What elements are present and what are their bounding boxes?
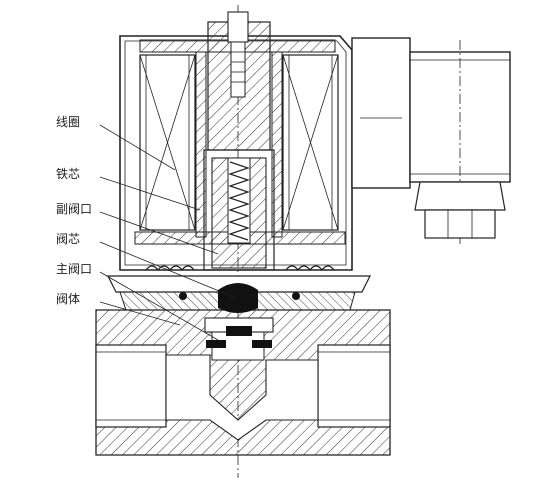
wave-left	[145, 265, 195, 271]
connector-box	[351, 37, 511, 244]
leader-coil	[99, 124, 176, 171]
leader-valve-core	[99, 241, 237, 299]
wave-right	[285, 265, 335, 271]
moving-core	[211, 157, 267, 269]
bobbin-wall-right	[271, 51, 283, 238]
label-main-port: 主阀口	[56, 262, 92, 276]
valve-body	[95, 309, 391, 456]
o-ring-left	[179, 292, 187, 300]
label-coil: 线圈	[56, 115, 80, 129]
pilot-seal	[218, 283, 258, 313]
spring	[228, 161, 250, 241]
coil-right	[282, 54, 339, 231]
coil-left	[139, 54, 196, 231]
leader-iron-core	[99, 176, 201, 211]
leader-valve-body	[99, 301, 181, 326]
leader-pilot-port	[99, 211, 219, 255]
main-valve-element	[204, 317, 274, 348]
o-ring-right	[292, 292, 300, 300]
label-valve-core: 阀芯	[56, 232, 80, 246]
sleeve-tube	[203, 149, 275, 271]
label-iron-core: 铁芯	[56, 167, 80, 181]
static-core	[207, 11, 271, 151]
label-pilot-port: 副阀口	[56, 202, 92, 216]
label-valve-body: 阀体	[56, 292, 80, 306]
leader-main-port	[99, 271, 219, 341]
bobbin-wall-left	[195, 51, 207, 238]
